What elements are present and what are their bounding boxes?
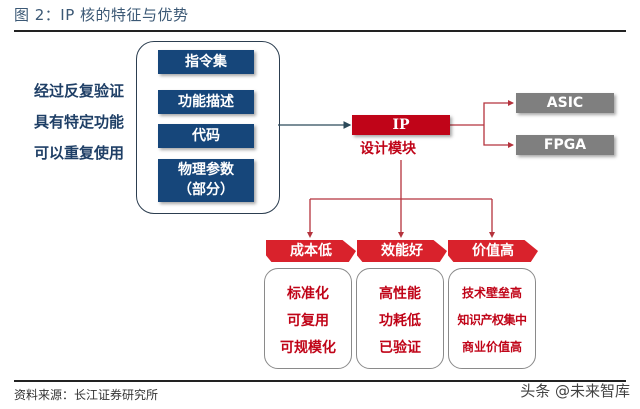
component-box: 物理参数 （部分） [158, 159, 254, 202]
advantage-item: 可复用 [287, 313, 329, 329]
advantage-tab: 价值高 [448, 240, 538, 262]
fpga-box: FPGA [516, 135, 614, 155]
ip-sublabel: 设计模块 [360, 141, 416, 157]
branch-lines [309, 160, 493, 236]
watermark: 头条 @未来智库 [520, 382, 630, 400]
advantage-item: 高性能 [379, 286, 421, 302]
components-group [136, 41, 280, 214]
advantage-tab: 成本低 [266, 240, 356, 262]
advantage-card: 技术壁垒高 知识产权集中 商业价值高 [448, 268, 536, 369]
feature-text: 可以重复使用 [34, 144, 125, 162]
advantage-item: 已验证 [379, 340, 421, 356]
component-line: 物理参数 [178, 162, 234, 178]
figure-title: 图 2：IP 核的特征与优势 [14, 6, 189, 24]
advantage-item: 技术壁垒高 [461, 286, 522, 300]
component-box: 代码 [158, 124, 254, 148]
bottom-divider [14, 380, 626, 382]
source-note: 资料来源：长江证券研究所 [14, 388, 159, 402]
top-divider [14, 30, 626, 32]
asic-box: ASIC [516, 93, 614, 113]
advantage-item: 知识产权集中 [457, 313, 527, 327]
advantage-item: 功耗低 [379, 313, 421, 329]
advantage-item: 可规模化 [280, 340, 336, 356]
component-box: 功能描述 [158, 90, 254, 114]
advantage-item: 商业价值高 [461, 340, 522, 354]
advantage-card: 标准化 可复用 可规模化 [264, 268, 352, 369]
split-line [450, 102, 513, 146]
component-box: 指令集 [158, 50, 254, 74]
feature-text: 具有特定功能 [34, 113, 125, 131]
component-line: （部分） [178, 182, 234, 198]
ip-block: IP [352, 115, 450, 135]
advantage-card: 高性能 功耗低 已验证 [356, 268, 444, 369]
advantage-tab: 效能好 [357, 240, 447, 262]
advantage-item: 标准化 [287, 286, 329, 302]
feature-text: 经过反复验证 [34, 82, 125, 100]
